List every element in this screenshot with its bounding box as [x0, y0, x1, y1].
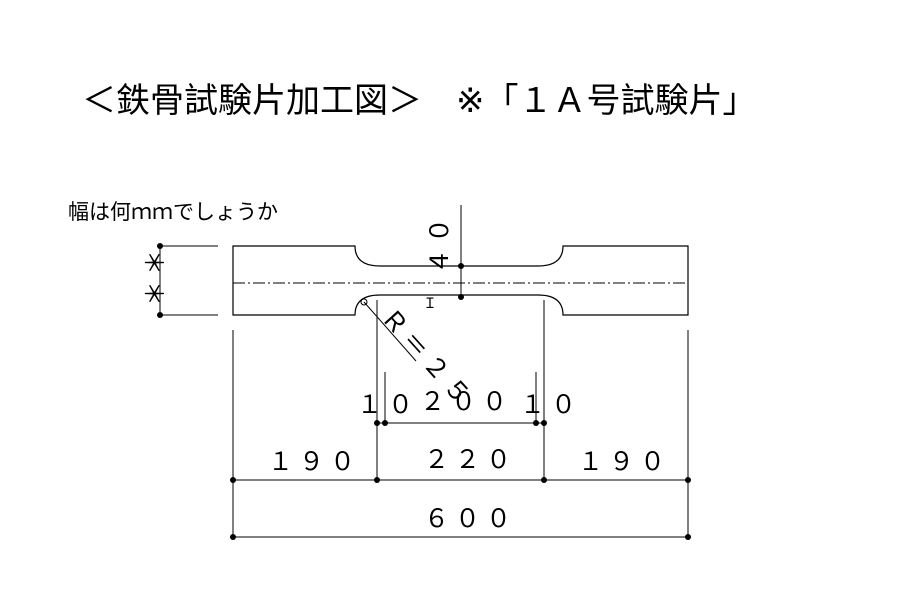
parallel-length-label: ２２０ [424, 445, 517, 474]
grip-right-label: １９０ [578, 447, 671, 476]
shoulder-left-label: １０ [357, 390, 419, 419]
dimension-dot [157, 243, 163, 249]
dimension-dot [533, 420, 539, 426]
radius-leader-line [363, 301, 417, 362]
radius-center-mark [360, 298, 368, 306]
dimension-dot [685, 477, 691, 483]
text-cursor-icon: Ｉ [423, 296, 437, 312]
dimension-dot [382, 420, 388, 426]
dimension-dot [458, 294, 464, 300]
gauge-length-label: ２００ [420, 387, 513, 416]
shoulder-right-label: １０ [520, 390, 582, 419]
page-title: ＜鉄骨試験片加工図＞ ※「１Ａ号試験片」 [82, 81, 757, 121]
grip-left-label: １９０ [268, 447, 361, 476]
dimension-dot [230, 534, 236, 540]
dimension-dot [685, 534, 691, 540]
question-text: 幅は何ｍｍでしょうか [68, 200, 278, 224]
width-unknown-label: ＊＊ [139, 250, 168, 312]
dimension-dot [374, 420, 380, 426]
dimension-dot [230, 477, 236, 483]
dimension-dot [157, 312, 163, 318]
thickness-label: ４０ [425, 212, 454, 274]
total-length-label: ６００ [424, 504, 517, 533]
dimension-dot [374, 477, 380, 483]
dimension-dot [541, 420, 547, 426]
dimension-dot [541, 477, 547, 483]
specimen-outline [232, 245, 689, 316]
dimension-dot [458, 263, 464, 269]
